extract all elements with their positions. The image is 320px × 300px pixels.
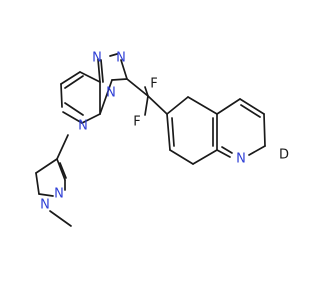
molecule-structure-diagram: N N N N N N F F N D (35, 51, 289, 227)
atom-d-label: D (279, 148, 289, 163)
atom-n-triazole-2: N (116, 51, 126, 66)
atom-f-2: F (133, 115, 140, 130)
atom-n-pyrazole-1: N (54, 187, 64, 202)
atom-labels: N N N N N N F F N D (40, 51, 289, 213)
atom-f-1: F (150, 77, 157, 92)
atom-n-quinoline: N (236, 152, 246, 167)
bond-lines (35, 53, 266, 227)
atom-n-bridgehead: N (106, 86, 116, 101)
atom-n-pyridazine: N (78, 119, 88, 134)
atom-n-triazole-1: N (92, 51, 102, 66)
atom-n-pyrazole-2: N (40, 198, 50, 213)
